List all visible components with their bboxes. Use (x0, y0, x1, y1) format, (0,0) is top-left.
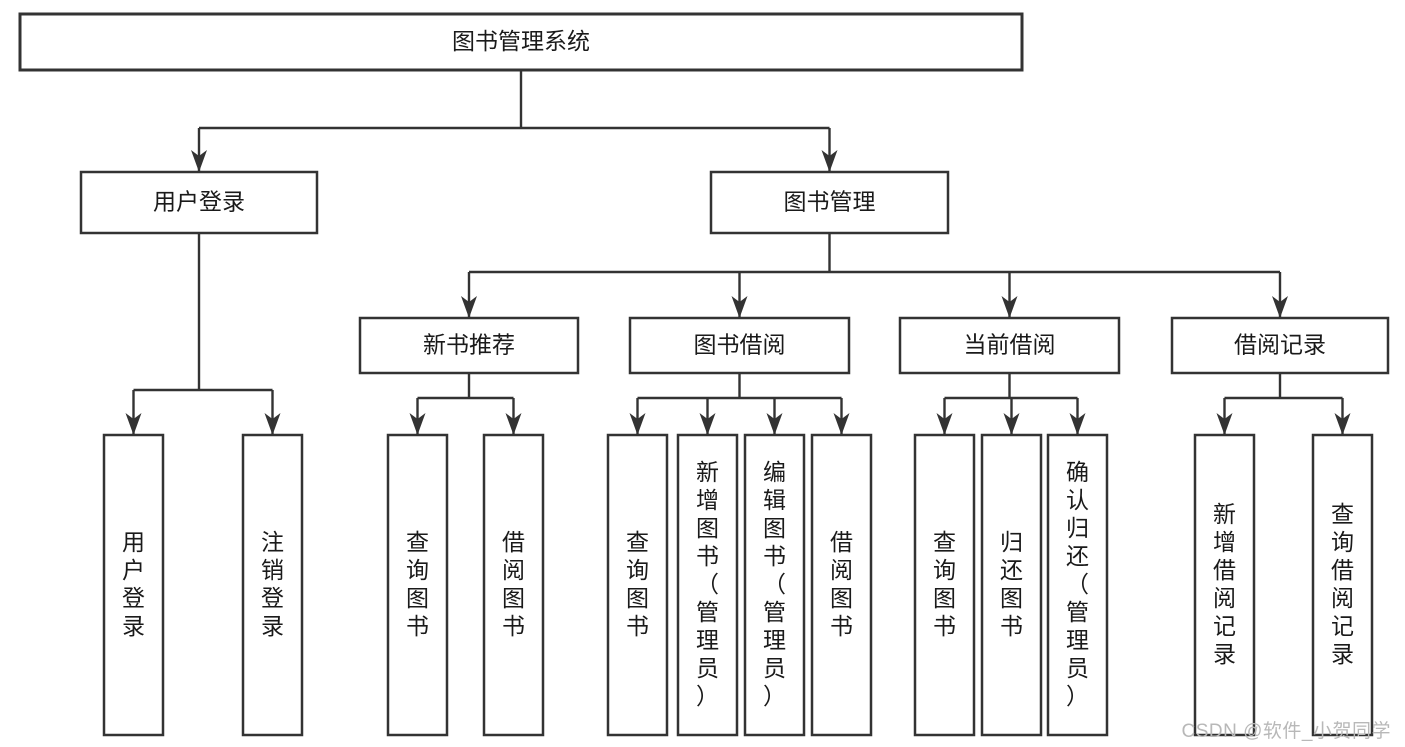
arrow-head-icon (1272, 296, 1288, 318)
node-box[interactable] (1046, 433, 1109, 737)
node-box[interactable] (241, 433, 304, 737)
arrow-head-icon (936, 413, 953, 435)
node-label: 图书管理 (784, 189, 876, 215)
node-leaf-return-book[interactable]: 归还图书 (980, 433, 1043, 737)
arrow-head-icon (1003, 413, 1020, 435)
node-root[interactable]: 图书管理系统 (18, 12, 1024, 72)
arrow-head-icon (766, 413, 783, 435)
node-leaf-borrow-book-1[interactable]: 借阅图书 (482, 433, 545, 737)
node-box[interactable] (709, 170, 950, 235)
arrow-head-icon (1001, 296, 1018, 318)
node-label: 确认归还（管理员） (1066, 459, 1089, 709)
node-label: 图书借阅 (694, 332, 786, 358)
node-label: 编辑图书（管理员） (763, 459, 786, 709)
node-leaf-user-logout[interactable]: 注销登录 (241, 433, 304, 737)
arrow-head-icon (1069, 413, 1086, 435)
arrow-head-icon (125, 413, 142, 435)
node-leaf-confirm-return[interactable]: 确认归还（管理员） (1046, 433, 1109, 737)
node-box[interactable] (1311, 433, 1374, 737)
arrow-head-icon (461, 296, 477, 318)
node-box[interactable] (18, 12, 1024, 72)
node-box[interactable] (358, 316, 580, 375)
node-label: 图书管理系统 (452, 28, 590, 54)
node-label: 当前借阅 (964, 332, 1056, 358)
node-label: 用户登录 (153, 189, 245, 215)
arrow-head-icon (1334, 413, 1351, 435)
arrow-head-icon (833, 413, 850, 435)
node-box[interactable] (676, 433, 739, 737)
node-leaf-query-book-1[interactable]: 查询图书 (386, 433, 449, 737)
node-leaf-query-record[interactable]: 查询借阅记录 (1311, 433, 1374, 737)
node-label: 查询图书 (626, 529, 649, 639)
node-box[interactable] (980, 433, 1043, 737)
node-current-borrow[interactable]: 当前借阅 (898, 316, 1121, 375)
node-box[interactable] (386, 433, 449, 737)
node-leaf-add-book[interactable]: 新增图书（管理员） (676, 433, 739, 737)
node-box[interactable] (810, 433, 873, 737)
node-book-manage[interactable]: 图书管理 (709, 170, 950, 235)
node-user-login[interactable]: 用户登录 (79, 170, 319, 235)
node-leaf-edit-book[interactable]: 编辑图书（管理员） (743, 433, 806, 737)
node-box[interactable] (606, 433, 669, 737)
node-label: 新增图书（管理员） (696, 459, 719, 709)
node-leaf-add-record[interactable]: 新增借阅记录 (1193, 433, 1256, 737)
node-label: 归还图书 (1000, 529, 1023, 639)
node-label: 注销登录 (261, 529, 284, 639)
arrow-head-icon (409, 413, 426, 435)
arrow-head-icon (731, 296, 748, 318)
node-label: 用户登录 (122, 529, 145, 639)
node-label: 查询借阅记录 (1331, 501, 1354, 667)
node-label: 借阅图书 (502, 529, 525, 639)
watermark-label: CSDN @软件_小贺同学 (1181, 721, 1391, 742)
node-box[interactable] (898, 316, 1121, 375)
node-box[interactable] (628, 316, 851, 375)
node-label: 查询图书 (406, 529, 429, 639)
arrow-head-icon (1216, 413, 1233, 435)
node-label: 借阅记录 (1234, 332, 1326, 358)
node-label: 新书推荐 (423, 332, 515, 358)
node-box[interactable] (1193, 433, 1256, 737)
arrow-head-icon (264, 413, 281, 435)
node-box[interactable] (102, 433, 165, 737)
node-box[interactable] (1170, 316, 1390, 375)
node-box[interactable] (743, 433, 806, 737)
arrow-head-icon (821, 150, 838, 172)
connectors-layer (125, 70, 1351, 435)
arrow-head-icon (191, 150, 207, 172)
node-leaf-user-login[interactable]: 用户登录 (102, 433, 165, 737)
node-box[interactable] (482, 433, 545, 737)
node-label: 新增借阅记录 (1213, 501, 1236, 667)
arrow-head-icon (505, 413, 522, 435)
node-box[interactable] (913, 433, 976, 737)
node-book-borrow[interactable]: 图书借阅 (628, 316, 851, 375)
node-leaf-query-book-3[interactable]: 查询图书 (913, 433, 976, 737)
nodes-layer: 图书管理系统用户登录图书管理新书推荐图书借阅当前借阅借阅记录用户登录注销登录查询… (18, 12, 1390, 737)
node-box[interactable] (79, 170, 319, 235)
node-leaf-query-book-2[interactable]: 查询图书 (606, 433, 669, 737)
arrow-head-icon (629, 413, 646, 435)
arrow-head-icon (699, 413, 716, 435)
node-borrow-record[interactable]: 借阅记录 (1170, 316, 1390, 375)
node-label: 查询图书 (933, 529, 956, 639)
node-leaf-borrow-book-2[interactable]: 借阅图书 (810, 433, 873, 737)
node-label: 借阅图书 (830, 529, 853, 639)
node-new-book-recommend[interactable]: 新书推荐 (358, 316, 580, 375)
